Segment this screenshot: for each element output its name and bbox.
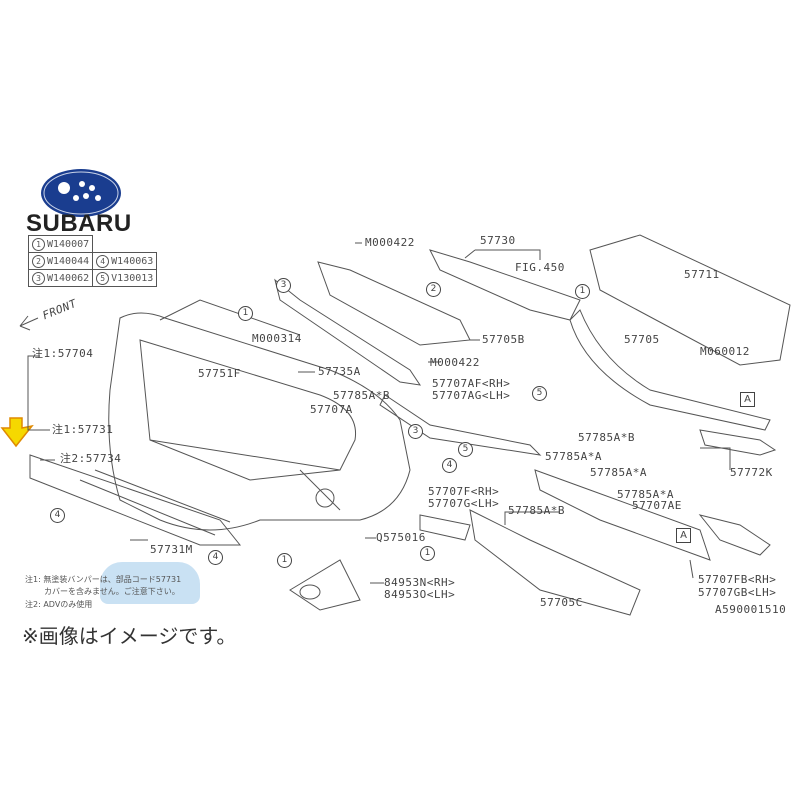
part-label: 57785A*B xyxy=(333,389,390,402)
part-label: 84953N<RH> xyxy=(384,576,456,589)
part-label: 注2:57734 xyxy=(60,452,122,465)
fastener-callout: 4 xyxy=(208,550,223,565)
highlight-arrow-icon xyxy=(0,417,34,448)
fastener-callout: 1 xyxy=(277,553,292,568)
part-label: 57785A*A xyxy=(590,466,647,479)
brand-name: SUBARU xyxy=(26,210,132,237)
part-label: 57785A*A xyxy=(545,450,602,463)
note-1-continued: カバーを含みません。ご注意下さい。 xyxy=(44,587,180,596)
fastener-callout: 1 xyxy=(575,284,590,299)
fastener-callout: 3 xyxy=(276,278,291,293)
part-label: FIG.450 xyxy=(515,261,565,274)
part-label: 57730 xyxy=(480,234,516,247)
part-label: M060012 xyxy=(700,345,750,358)
fastener-callout: 5 xyxy=(532,386,547,401)
note-2: 注2: ADVのみ使用 xyxy=(25,600,93,609)
reference-marker: A xyxy=(740,392,755,407)
part-label: 57707FB<RH> xyxy=(698,573,777,586)
watermark xyxy=(100,562,200,604)
image-disclaimer: ※画像はイメージです。 xyxy=(22,624,237,648)
reference-marker: A xyxy=(676,528,691,543)
part-label: Q575016 xyxy=(376,531,426,544)
part-label: M000422 xyxy=(365,236,415,249)
fastener-callout: 3 xyxy=(408,424,423,439)
part-label: 57751F xyxy=(198,367,241,380)
part-label: 84953O<LH> xyxy=(384,588,456,601)
lower-grille-drawing xyxy=(29,454,242,546)
upper-members-drawing xyxy=(274,234,791,616)
leader-lines xyxy=(27,242,731,584)
subaru-logo xyxy=(41,169,121,217)
part-label: 57707GB<LH> xyxy=(698,586,777,599)
part-label: 57707A xyxy=(310,403,353,416)
fastener-callout: 1 xyxy=(420,546,435,561)
part-label: 57785A*B xyxy=(508,504,565,517)
part-label: 57707F<RH> xyxy=(428,485,500,498)
fastener-callout: 5 xyxy=(458,442,473,457)
diagram-id: A590001510 xyxy=(715,603,787,616)
part-label: 57707AE xyxy=(632,499,682,512)
part-label: 57711 xyxy=(684,268,720,281)
part-label: 57705C xyxy=(540,596,583,609)
part-label: 注1:57731 xyxy=(52,423,114,436)
part-label: M000422 xyxy=(430,356,480,369)
part-label: 57735A xyxy=(318,365,361,378)
front-bumper-drawing xyxy=(108,299,411,531)
part-label: 57705B xyxy=(482,333,525,346)
part-label: 57707AG<LH> xyxy=(432,389,511,402)
fastener-callout: 2 xyxy=(426,282,441,297)
part-label: 57707G<LH> xyxy=(428,497,500,510)
fastener-callout: 4 xyxy=(50,508,65,523)
part-label: 57705 xyxy=(624,333,660,346)
part-label: 注1:57704 xyxy=(32,347,94,360)
note-1: 注1: 無塗装バンパーは、部品コード57731 xyxy=(25,575,182,584)
part-label: 57731M xyxy=(150,543,193,556)
part-label: M000314 xyxy=(252,332,302,345)
fastener-callout: 4 xyxy=(442,458,457,473)
front-direction-arrow-icon xyxy=(19,315,39,331)
part-label: 57772K xyxy=(730,466,773,479)
fastener-callout: 1 xyxy=(238,306,253,321)
part-label: 57707AF<RH> xyxy=(432,377,511,390)
part-label: 57785A*B xyxy=(578,431,635,444)
part-label: 57785A*A xyxy=(617,488,674,501)
